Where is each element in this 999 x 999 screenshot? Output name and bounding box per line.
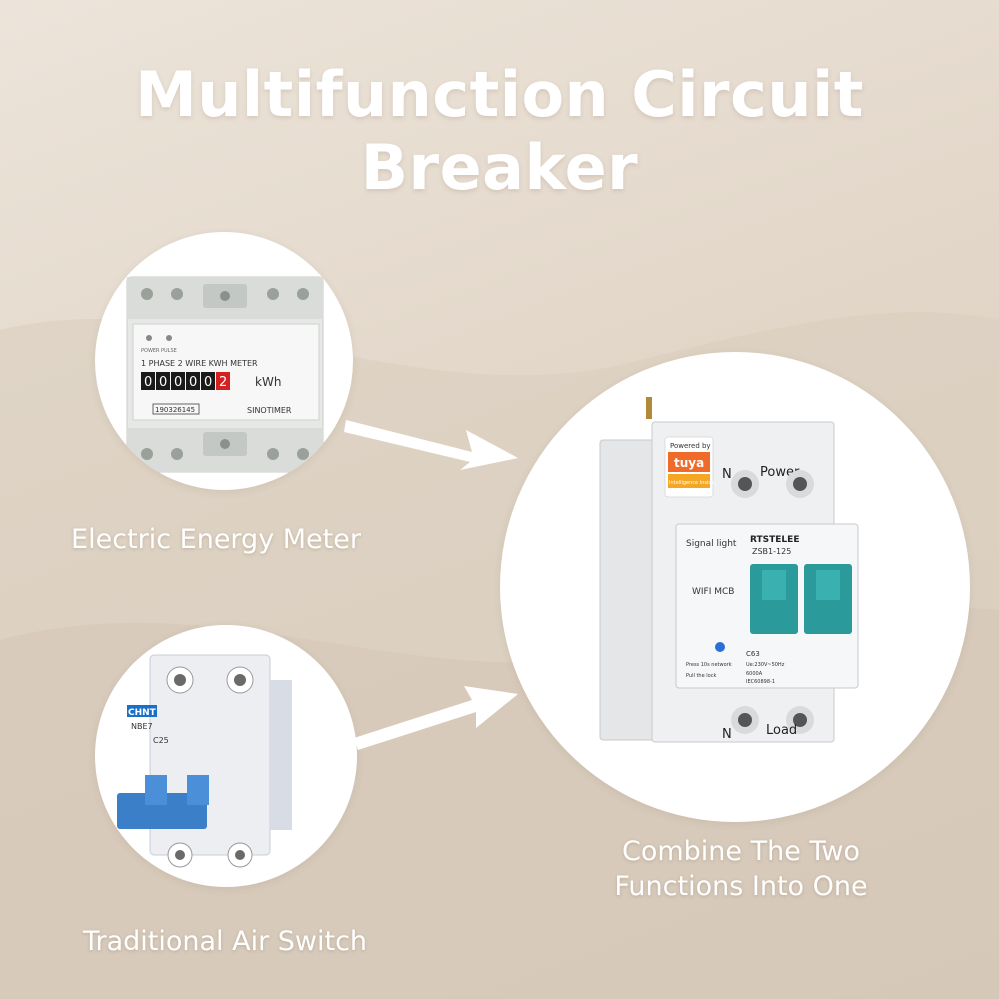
chnt-brand: CHNT (128, 708, 157, 718)
label-load: Load (766, 723, 797, 738)
breaker-rating: C63 (746, 650, 760, 658)
meter-serial: 190326145 (155, 406, 195, 414)
breaker-capacity: 6000A (746, 671, 763, 677)
network-button (715, 642, 725, 652)
meter-header: 1 PHASE 2 WIRE KWH METER (141, 359, 258, 368)
svg-text:2: 2 (219, 375, 227, 390)
breaker-standard: IEC60898-1 (746, 679, 775, 685)
energy-meter-caption: Electric Energy Meter (71, 524, 361, 555)
page-title: Multifunction Circuit Breaker (135, 58, 864, 204)
meter-digits: 0 0 0 0 0 2 (141, 372, 230, 390)
air-switch-rating: C25 (153, 736, 169, 745)
tuya-logo: tuya (674, 456, 704, 470)
tuya-sub-label: Intelligence Inside (669, 480, 715, 486)
smart-breaker-caption-line2: Functions Into One (614, 871, 868, 902)
meter-unit: kWh (255, 375, 281, 389)
pulse-label: PULSE (161, 348, 177, 354)
air-switch-caption: Traditional Air Switch (82, 926, 368, 957)
svg-text:0: 0 (144, 375, 152, 390)
smart-breaker-image: Powered by tuya Intelligence Inside N Po… (599, 397, 859, 743)
press-instruction: Press 10s network (686, 662, 732, 668)
air-switch-model: NBE7 (131, 722, 153, 731)
breaker-voltage: Ue:230V~50Hz (746, 662, 785, 668)
signal-light-label: Signal light (686, 539, 737, 549)
breaker-model: ZSB1-125 (752, 547, 791, 556)
svg-text:0: 0 (174, 375, 182, 390)
pull-instruction: Pull the lock (686, 673, 716, 679)
arrow-right-icon (354, 686, 518, 750)
svg-text:0: 0 (204, 375, 212, 390)
smart-breaker-circle: Powered by tuya Intelligence Inside N Po… (500, 352, 970, 822)
label-n-bottom: N (722, 727, 732, 742)
power-label: POWER (141, 348, 160, 354)
powered-by-label: Powered by (670, 442, 711, 450)
air-switch-image: CHNT NBE7 C25 (117, 654, 292, 868)
label-n-top: N (722, 467, 732, 482)
arrow-right-icon (344, 420, 518, 470)
breaker-brand: RTSTELEE (750, 535, 799, 545)
svg-text:0: 0 (159, 375, 167, 390)
wifi-mcb-label: WIFI MCB (692, 587, 734, 597)
air-switch-circle: CHNT NBE7 C25 (95, 625, 357, 887)
svg-text:0: 0 (189, 375, 197, 390)
energy-meter-circle: POWER PULSE 1 PHASE 2 WIRE KWH METER 0 0… (95, 232, 353, 490)
meter-brand: SINOTIMER (247, 406, 292, 415)
energy-meter-image: POWER PULSE 1 PHASE 2 WIRE KWH METER 0 0… (126, 276, 324, 473)
smart-breaker-caption-line1: Combine The Two (621, 836, 861, 867)
